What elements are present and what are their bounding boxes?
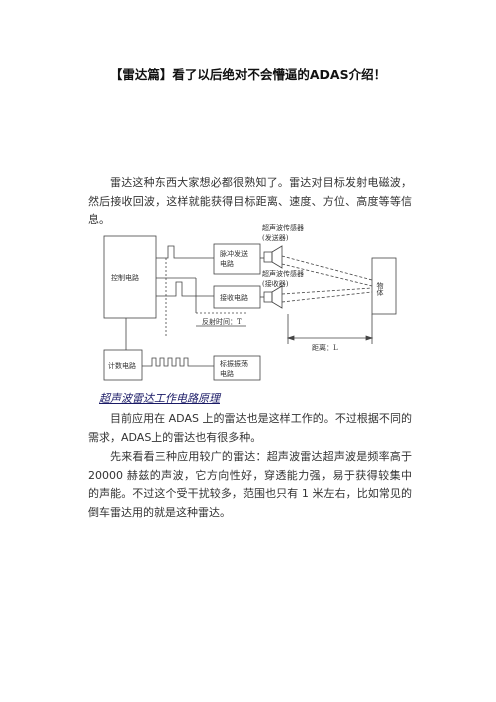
pulse-circuit-label-2: 电路 [220,259,234,268]
reflection-time-label: 反射时间：T [202,317,242,326]
tx-sensor-horn [271,245,283,269]
circuit-diagram-svg: 控制电路 脉冲发送 电路 接收电路 计数电路 标振振荡 电路 超声波传感器 (发… [103,223,397,381]
paragraph-2: 目前应用在 ADAS 上的雷达也是这样工作的。不过根据不同的需求，ADAS上的雷… [88,412,412,444]
rx-sensor-label-1: 超声波传感器 [262,269,304,278]
counter-circuit-label: 计数电路 [108,361,136,370]
oscillator-label-2: 电路 [220,369,234,378]
control-circuit-box [103,235,157,319]
ultrasonic-radar-circuit-diagram: 控制电路 脉冲发送 电路 接收电路 计数电路 标振振荡 电路 超声波传感器 (发… [96,218,418,386]
pulse-circuit-label-1: 脉冲发送 [220,249,248,258]
rx-sensor-label-2: (接收器) [262,279,289,288]
tx-sensor-body [263,251,273,263]
oscillator-box [213,355,261,381]
counter-circuit-box [103,349,143,381]
paragraph-3: 先来看看三种应用较广的雷达：超声波雷达超声波是频率高于 20000 赫兹的声波，… [88,450,412,519]
intro-paragraph: 雷达这种东西大家想必都很熟知了。雷达对目标发射电磁波，然后接收回波，这样就能获得… [88,176,412,226]
rx-sensor-body [263,291,273,303]
oscillator-label-1: 标振振荡 [220,359,248,368]
distance-label: 距离：L [312,343,338,352]
document-title: 【雷达篇】看了以后绝对不会懵逼的ADAS介绍！ [109,67,387,82]
receive-circuit-label: 接收电路 [220,293,248,302]
figure-caption: 超声波雷达工作电路原理 [99,392,220,405]
tx-sensor-label-1: 超声波传感器 [262,223,304,232]
control-circuit-label: 控制电路 [111,273,139,282]
object-label: 物体 [376,281,384,297]
tx-sensor-label-2: (发送器) [262,233,289,242]
pulse-circuit-box [213,243,261,275]
rx-sensor-horn [271,285,283,309]
